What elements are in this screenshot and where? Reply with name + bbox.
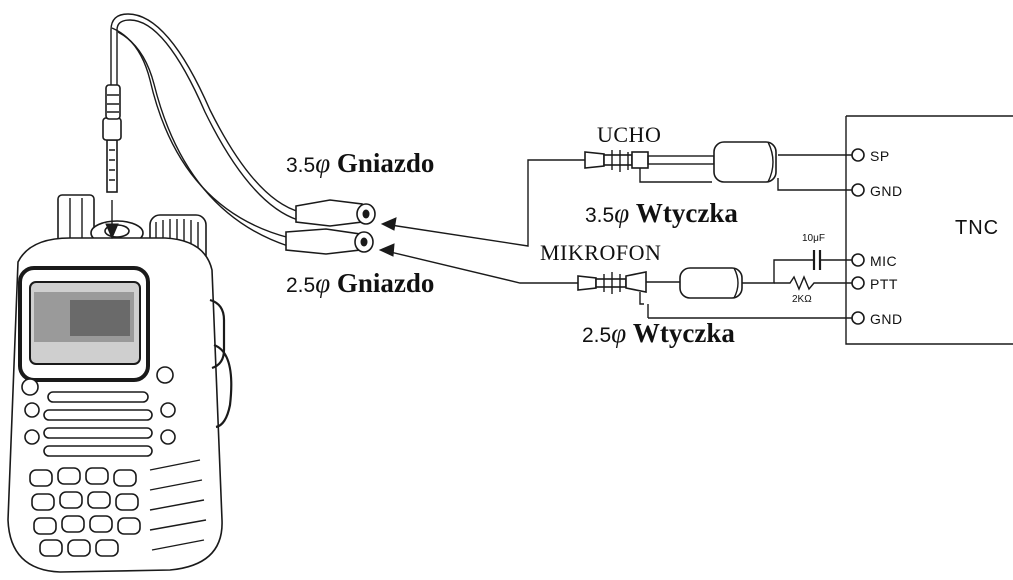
plug-35-word: Wtyczka <box>635 198 738 228</box>
jack-25-label: 2.5φ Gniazdo <box>286 270 434 297</box>
resistor-label: 2KΩ <box>792 294 812 305</box>
pin-gnd-2: GND <box>870 311 903 327</box>
capacitor-label: 10μF <box>802 233 825 244</box>
plug-25-label: 2.5φ Wtyczka <box>582 320 735 347</box>
y-cable <box>102 13 376 255</box>
jack-25-word: Gniazdo <box>336 268 435 298</box>
connection-lines <box>378 159 585 284</box>
plug-25-size: 2.5 <box>582 324 612 347</box>
plug-35-size: 3.5 <box>585 204 615 227</box>
tnc-title: TNC <box>955 217 1000 239</box>
plug-mikrofon <box>577 250 852 319</box>
jack-25-size: 2.5 <box>286 274 316 297</box>
phi-symbol: φ <box>611 318 627 348</box>
tnc-box <box>845 115 1013 345</box>
plug-ucho <box>584 141 852 191</box>
pin-sp: SP <box>870 148 890 164</box>
plug-25-word: Wtyczka <box>632 318 735 348</box>
phi-symbol: φ <box>315 148 331 178</box>
ucho-label: UCHO <box>597 122 662 147</box>
mikrofon-label: MIKROFON <box>540 240 662 265</box>
phi-symbol: φ <box>614 198 630 228</box>
pin-mic: MIC <box>870 253 898 269</box>
keypad <box>29 467 141 557</box>
pin-gnd-1: GND <box>870 183 903 199</box>
jack-35-size: 3.5 <box>286 154 316 177</box>
jack-35-label: 3.5φ Gniazdo <box>286 150 434 177</box>
phi-symbol: φ <box>315 268 331 298</box>
pin-ptt: PTT <box>870 276 898 292</box>
plug-35-label: 3.5φ Wtyczka <box>585 200 738 227</box>
jack-35-word: Gniazdo <box>336 148 435 178</box>
handheld-radio <box>7 194 233 573</box>
